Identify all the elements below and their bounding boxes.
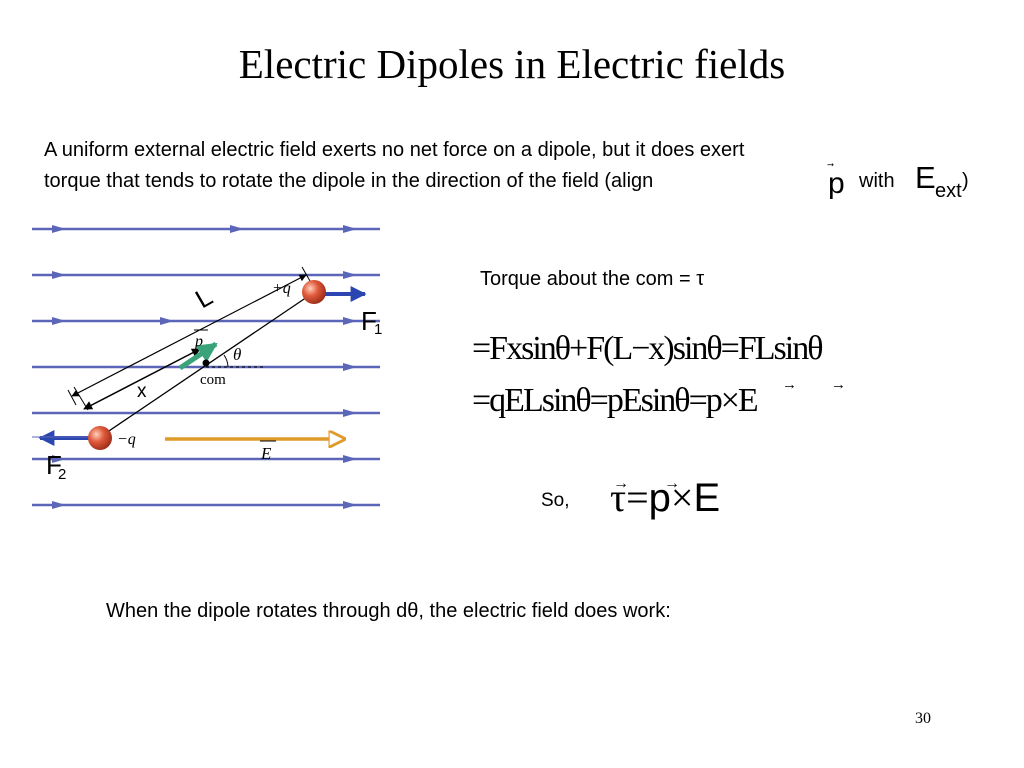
work-sentence: When the dipole rotates through dθ, the … bbox=[106, 600, 671, 622]
intro-line-2: torque that tends to rotate the dipole i… bbox=[44, 170, 654, 192]
page-number: 30 bbox=[915, 710, 931, 727]
F1-subscript: 1 bbox=[374, 321, 382, 338]
L-dimension-arrow bbox=[71, 274, 307, 397]
F1-label: F bbox=[361, 306, 377, 336]
tau-symbol: τ bbox=[610, 475, 627, 520]
equals-symbol: = bbox=[626, 475, 649, 520]
com-dot bbox=[202, 359, 210, 367]
dipole-figure: L x +q −q p θ com E F 1 F 2 bbox=[32, 225, 382, 509]
p-symbol: p bbox=[648, 476, 671, 520]
intro-p-vector: ⃗ p bbox=[828, 167, 845, 201]
intro-line-1: A uniform external electric field exerts… bbox=[44, 139, 745, 161]
x-dimension-arrow bbox=[83, 348, 201, 410]
so-label: So, bbox=[541, 490, 570, 511]
field-line bbox=[32, 409, 380, 417]
L-label: L bbox=[190, 281, 218, 314]
field-line bbox=[32, 225, 380, 233]
torque-vector-equation: τ=p×E bbox=[610, 474, 720, 521]
torque-equation-line-1: =Fxsinθ+F(L−x)sinθ=FLsinθ bbox=[472, 330, 823, 367]
dimension-tick bbox=[67, 389, 77, 406]
theta-label: θ bbox=[233, 345, 241, 364]
E-field-label: E bbox=[260, 444, 272, 463]
dipole-moment-arrow bbox=[178, 341, 218, 371]
times-symbol: × bbox=[670, 475, 694, 520]
theta-arc bbox=[223, 354, 229, 368]
vector-arrow-icon: → bbox=[831, 377, 846, 393]
plus-q-label: +q bbox=[272, 280, 291, 297]
E-symbol: E bbox=[693, 476, 721, 520]
field-line bbox=[32, 455, 380, 463]
vector-arrow-icon: → bbox=[664, 475, 680, 492]
dimension-tick bbox=[73, 386, 89, 411]
vector-arrow-icon: → bbox=[782, 377, 797, 393]
intro-E-symbol: E bbox=[915, 160, 936, 195]
minus-q-label: −q bbox=[117, 431, 136, 448]
field-line bbox=[32, 271, 380, 279]
intro-p-symbol: p bbox=[828, 167, 845, 200]
p-vector-label: p bbox=[194, 333, 203, 350]
negative-charge bbox=[88, 426, 112, 450]
F2-subscript: 2 bbox=[58, 466, 66, 483]
intro-close-paren: ) bbox=[962, 170, 969, 192]
intro-ext-subscript: ext bbox=[935, 180, 962, 202]
field-line bbox=[32, 317, 380, 325]
intro-with: with bbox=[859, 170, 895, 192]
x-label: x bbox=[137, 381, 147, 402]
F2-label: F bbox=[46, 450, 62, 480]
slide-title: Electric Dipoles in Electric fields bbox=[238, 41, 786, 87]
positive-charge bbox=[302, 280, 326, 304]
field-line bbox=[32, 501, 380, 509]
vector-arrow-icon: → bbox=[613, 475, 629, 492]
torque-equation-line-2: =qELsinθ=pEsinθ=p×E bbox=[472, 382, 759, 419]
com-label: com bbox=[200, 372, 226, 388]
torque-label: Torque about the com = τ bbox=[480, 268, 705, 290]
